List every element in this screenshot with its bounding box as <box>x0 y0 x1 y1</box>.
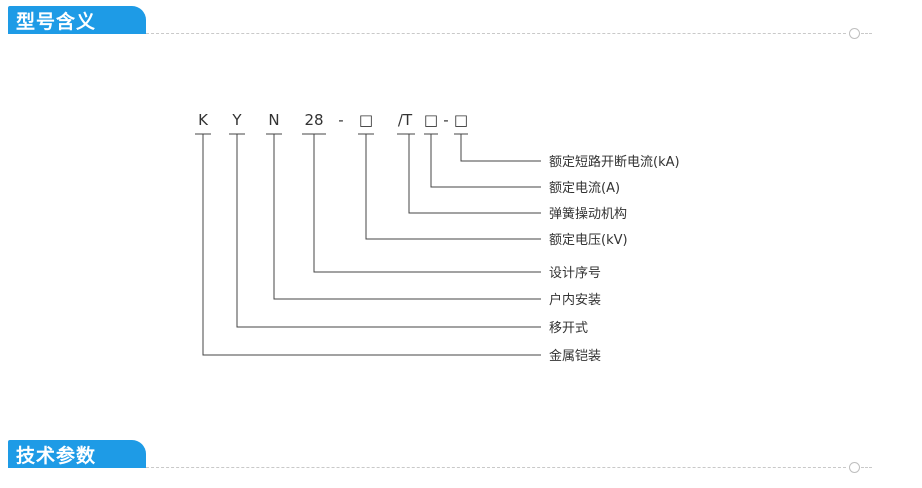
leader-design-serial <box>313 134 541 273</box>
leader-metal-clad <box>202 134 541 356</box>
leader-rated-voltage <box>365 134 541 240</box>
leader-rated-current <box>430 134 541 188</box>
divider-tail <box>861 467 872 468</box>
section-header-tech-params: 技术参数 <box>0 440 922 473</box>
legend-item: 户内安装 <box>549 292 601 308</box>
section-title-model-meaning: 型号含义 <box>8 6 146 34</box>
legend-item: 移开式 <box>549 321 588 336</box>
divider-end-circle-icon <box>849 462 860 473</box>
legend-item: 设计序号 <box>549 266 601 281</box>
legend-item: 弹簧操动机构 <box>549 206 627 222</box>
legend-item: 额定电压(kV) <box>549 233 628 248</box>
code-part-dash-1: - <box>338 111 343 129</box>
leader-rated-short-circuit <box>460 134 541 162</box>
divider-tail <box>861 33 872 34</box>
code-part-28: 28 <box>304 111 323 129</box>
code-part-y: Y <box>231 111 242 129</box>
code-part-n: N <box>268 111 279 129</box>
code-part-box-3: □ <box>454 111 468 129</box>
legend-item: 额定电流(A) <box>549 181 620 196</box>
legend-item: 额定短路开断电流(kA) <box>549 154 680 170</box>
code-part-t: /T <box>398 111 413 129</box>
leader-indoor <box>273 134 541 300</box>
code-part-box-1: □ <box>359 111 373 129</box>
legend-item: 金属铠装 <box>549 348 601 364</box>
leader-withdrawable <box>236 134 541 328</box>
code-part-box-2: □ <box>424 111 438 129</box>
code-part-k: K <box>198 111 209 129</box>
section-title-tech-params: 技术参数 <box>8 440 146 468</box>
leader-spring-mechanism <box>408 134 541 214</box>
divider-line <box>146 33 846 34</box>
divider-line <box>146 467 846 468</box>
divider-end-circle-icon <box>849 28 860 39</box>
code-part-dash-2: - <box>443 111 448 129</box>
section-header-model-meaning: 型号含义 <box>0 6 922 39</box>
